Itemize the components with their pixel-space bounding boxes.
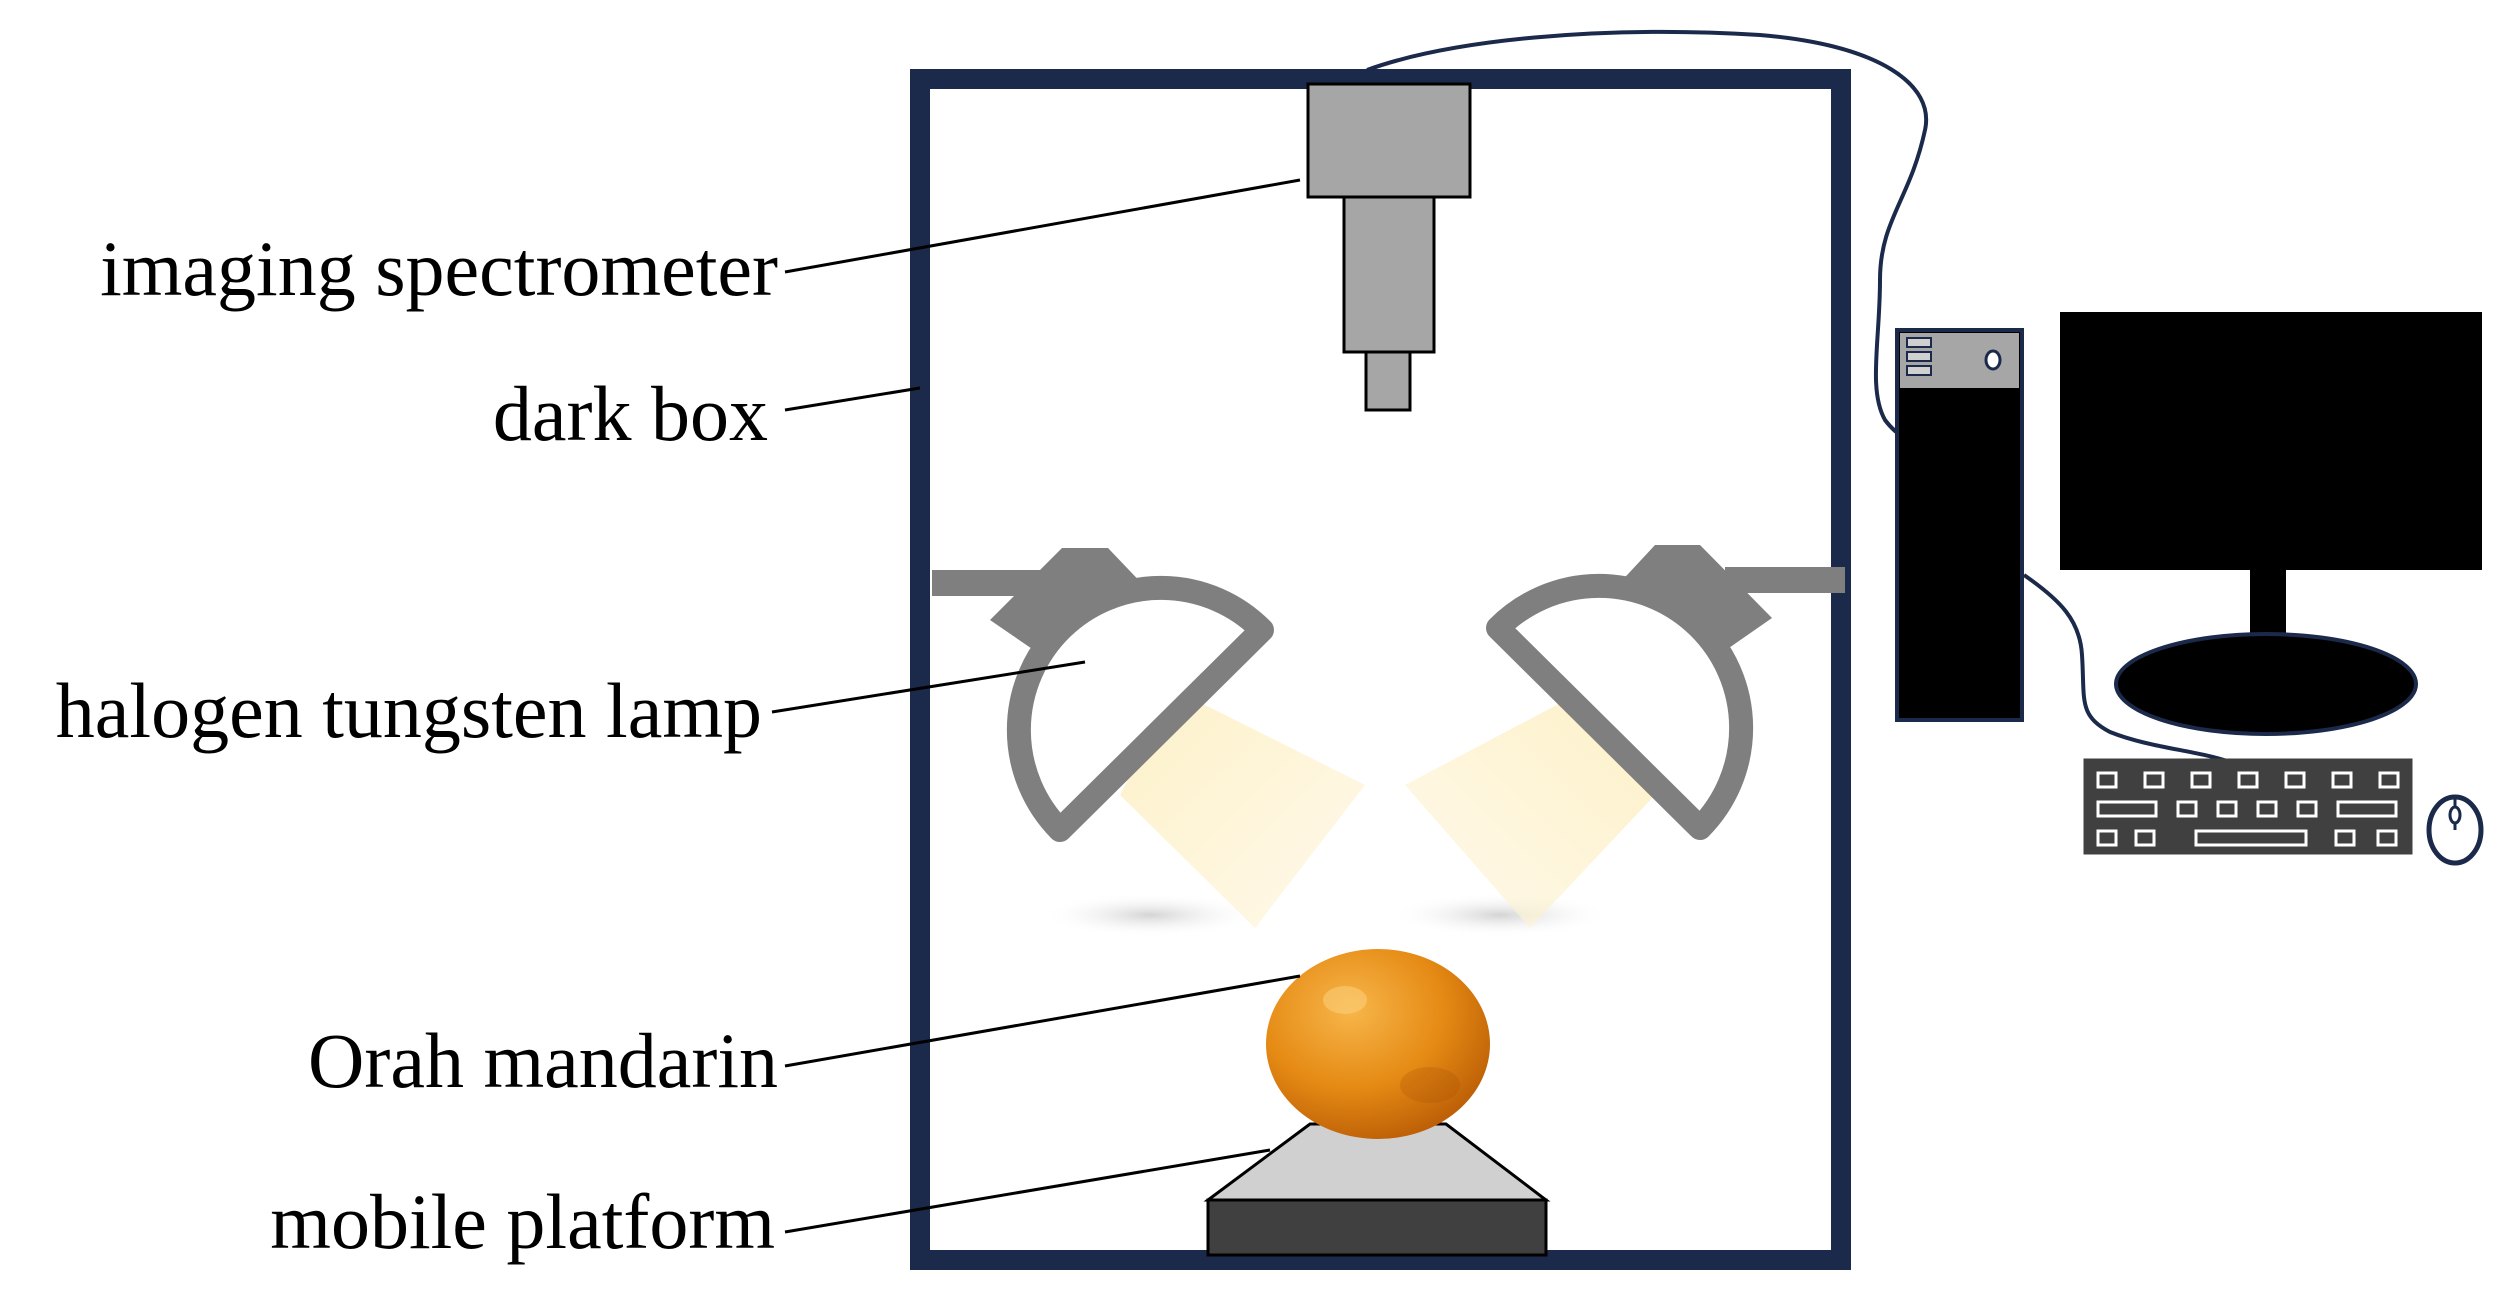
keyboard-cable bbox=[2022, 573, 2231, 764]
imaging-spectrometer bbox=[1306, 82, 1472, 412]
label-mobile-platform: mobile platform bbox=[270, 1178, 775, 1265]
orah-mandarin bbox=[1266, 949, 1490, 1139]
label-halogen-lamp: halogen tungsten lamp bbox=[56, 667, 762, 754]
mouse bbox=[2426, 794, 2484, 866]
halogen-lamp-right bbox=[1486, 545, 1845, 840]
leader-line-platform bbox=[784, 1148, 1271, 1234]
light-shadow-left bbox=[1040, 893, 1260, 937]
computer-tower bbox=[1895, 328, 2024, 722]
label-imaging-spectrometer: imaging spectrometer bbox=[100, 225, 778, 312]
light-beam-left bbox=[1120, 690, 1365, 928]
computer-monitor bbox=[2060, 312, 2482, 736]
leader-line-spectrometer bbox=[784, 178, 1301, 274]
keyboard bbox=[2083, 758, 2413, 855]
spectrometer-cable bbox=[1366, 29, 1931, 447]
leader-line-mandarin bbox=[784, 974, 1301, 1068]
leader-line-lamp bbox=[771, 660, 1086, 714]
label-dark-box: dark box bbox=[493, 370, 768, 457]
halogen-lamp-left bbox=[932, 548, 1274, 842]
light-shadow-right bbox=[1390, 893, 1610, 937]
light-beam-right bbox=[1405, 690, 1655, 928]
label-orah-mandarin: Orah mandarin bbox=[308, 1017, 778, 1104]
dark-box bbox=[910, 69, 1851, 1270]
leader-line-dark-box bbox=[784, 386, 921, 412]
mobile-platform bbox=[1203, 1122, 1551, 1257]
